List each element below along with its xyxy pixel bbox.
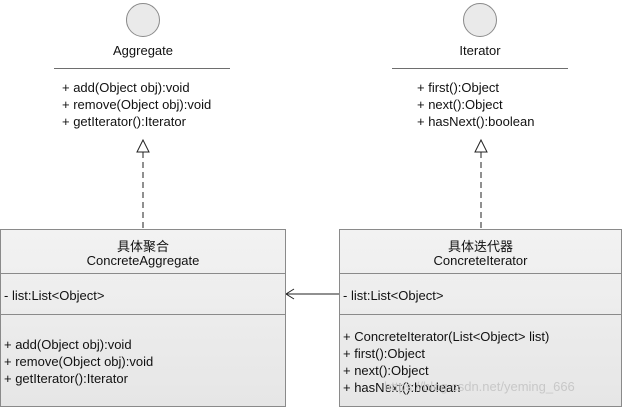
iterator-op: + first():Object — [417, 80, 499, 95]
class-op: + remove(Object obj):void — [4, 354, 154, 369]
watermark-text: https://blog.csdn.net/yeming_666 — [384, 379, 575, 394]
class-attribute: - list:List<Object> — [4, 288, 105, 303]
aggregate-divider — [54, 68, 230, 69]
concrete-iterator-name: ConcreteIterator — [433, 253, 528, 268]
association-arrowhead — [285, 288, 295, 300]
class-op: + ConcreteIterator(List<Object> list) — [343, 329, 550, 344]
concrete-aggregate-operations: + add(Object obj):void + remove(Object o… — [4, 336, 153, 387]
class-divider — [1, 314, 285, 315]
iterator-op: + hasNext():boolean — [417, 114, 535, 129]
aggregate-op: + add(Object obj):void — [62, 80, 190, 95]
aggregate-op: + remove(Object obj):void — [62, 97, 212, 112]
concrete-iterator-class: 具体迭代器 ConcreteIterator - list:List<Objec… — [339, 229, 622, 407]
concrete-aggregate-class: 具体聚合 ConcreteAggregate - list:List<Objec… — [0, 229, 286, 407]
class-op: + getIterator():Iterator — [4, 371, 128, 386]
concrete-iterator-operations: + ConcreteIterator(List<Object> list) + … — [343, 328, 549, 396]
concrete-aggregate-attributes: - list:List<Object> — [4, 287, 104, 304]
iterator-op: + next():Object — [417, 97, 503, 112]
aggregate-realization-arrowhead — [136, 138, 150, 153]
interface-lollipop-icon — [463, 3, 497, 37]
iterator-divider — [392, 68, 568, 69]
aggregate-name: Aggregate — [113, 43, 173, 58]
concrete-iterator-attributes: - list:List<Object> — [343, 287, 443, 304]
class-op: + add(Object obj):void — [4, 337, 132, 352]
interface-lollipop-icon — [126, 3, 160, 37]
iterator-operations: + first():Object + next():Object + hasNe… — [417, 79, 534, 130]
class-attribute: - list:List<Object> — [343, 288, 444, 303]
class-divider — [1, 273, 285, 274]
concrete-aggregate-name: ConcreteAggregate — [86, 253, 200, 268]
concrete-iterator-name-cn: 具体迭代器 — [447, 239, 513, 254]
class-op: + next():Object — [343, 363, 429, 378]
concrete-aggregate-name-cn: 具体聚合 — [116, 239, 169, 254]
iterator-realization-arrowhead — [474, 138, 488, 153]
aggregate-op: + getIterator():Iterator — [62, 114, 186, 129]
aggregate-operations: + add(Object obj):void + remove(Object o… — [62, 79, 211, 130]
class-op: + hasNext():boolean — [343, 380, 461, 395]
iterator-name: Iterator — [459, 43, 501, 58]
class-divider — [340, 314, 621, 315]
class-divider — [340, 273, 621, 274]
class-op: + first():Object — [343, 346, 425, 361]
